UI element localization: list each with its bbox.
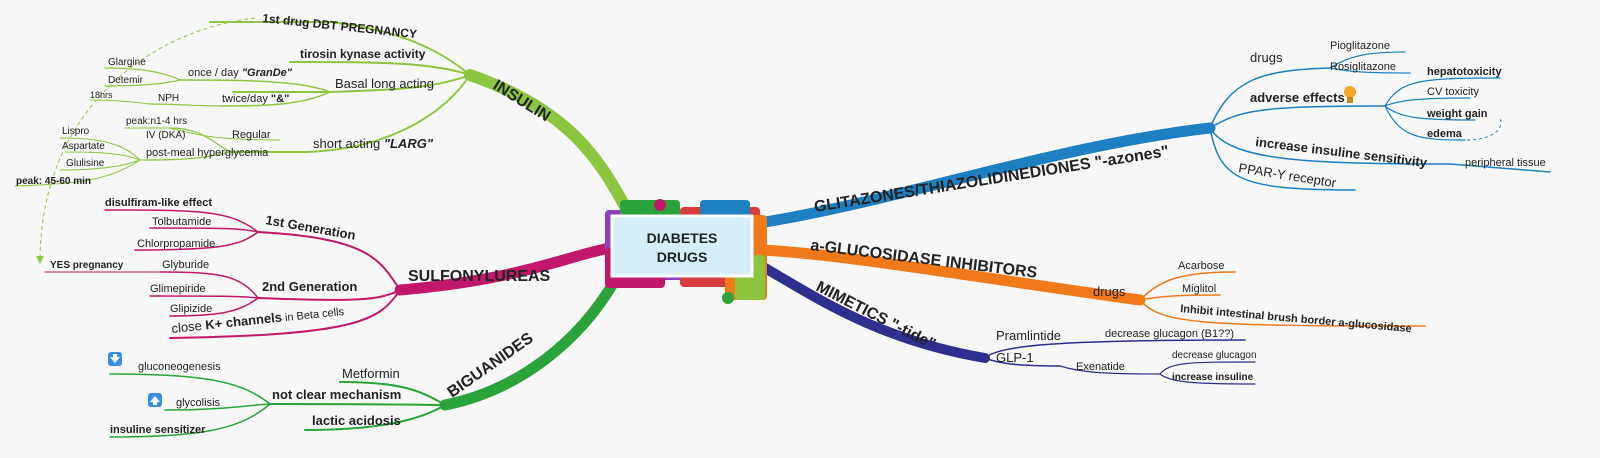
agluc-miglitol: Miglitol — [1182, 283, 1216, 295]
insulin-once-day: once / day "GranDe" — [188, 67, 293, 79]
sulfo-disulfiram: disulfiram-like effect — [105, 197, 212, 209]
sulfo-glipizide: Glipizide — [170, 303, 212, 315]
sulfo-gen1: 1st Generation — [264, 212, 356, 243]
sulfo-gen2: 2nd Generation — [262, 279, 357, 294]
glit-drugs: drugs — [1250, 50, 1283, 65]
insulin-basal: Basal long acting — [335, 76, 434, 91]
insulin-lispro: Lispro — [62, 126, 90, 137]
insulin-glargine: Glargine — [108, 57, 146, 68]
mim-glp1: GLP-1 — [996, 350, 1034, 365]
biguanides-branch — [109, 276, 620, 438]
mim-pramlintide: Pramlintide — [996, 328, 1061, 343]
sulfo-yes-pregnancy: YES pregnancy — [50, 260, 124, 271]
bigu-glycolisis: glycolisis — [176, 397, 221, 409]
mimetics-title: MIMETICS "-tide" — [813, 278, 938, 353]
increase-arrow-icon — [148, 393, 162, 407]
bigu-lactic: lactic acidosis — [312, 413, 401, 428]
center-card — [610, 214, 754, 278]
insulin-glulisine: Glulisine — [66, 158, 105, 169]
bigu-metformin: Metformin — [342, 366, 400, 381]
glitazones-title: GLITAZONES/THIAZOLIDINEDIONES "-azones" — [813, 143, 1170, 216]
center-title-line2: DRUGS — [657, 249, 708, 265]
glit-hepatotoxicity: hepatotoxicity — [1427, 66, 1502, 78]
insulin-short: short acting "LARG" — [313, 136, 434, 151]
pregnancy-link-arrow — [36, 256, 44, 264]
pregnancy-link — [39, 17, 256, 263]
insulin-iv-dka: IV (DKA) — [146, 130, 185, 141]
center-node: DIABETES DRUGS — [605, 199, 767, 304]
mim-decrease-b1: decrease glucagon (B1??) — [1105, 328, 1234, 340]
glit-ppar: PPAR-Y receptor — [1238, 160, 1338, 190]
sulfonylureas-title: SULFONYLUREAS — [408, 268, 551, 285]
insulin-regular: Regular — [232, 129, 271, 141]
insulin-title: INSULIN — [490, 77, 553, 125]
sulfo-tolbutamide: Tolbutamide — [152, 216, 211, 228]
mim-decrease-glucagon: decrease glucagon — [1172, 350, 1257, 361]
glit-weight-gain: weight gain — [1426, 108, 1488, 120]
insulin-peak-regular: peak:n1-4 hrs — [126, 116, 187, 127]
bigu-sensitizer: insuline sensitizer — [110, 424, 206, 436]
insulin-twice-day: twice/day "&" — [222, 93, 289, 105]
insulin-first-drug: 1st drug DBT PREGNANCY — [262, 11, 418, 41]
lightbulb-icon — [1344, 86, 1356, 103]
glit-peripheral: peripheral tissue — [1465, 157, 1546, 169]
insulin-tyrosin: tirosin kynase activity — [300, 47, 426, 61]
agluc-acarbose: Acarbose — [1178, 260, 1224, 272]
insulin-detemir: Detemir — [108, 75, 144, 86]
bigu-gluconeogenesis: gluconeogenesis — [138, 361, 221, 373]
insulin-peak-rapid: peak: 45-60 min — [16, 176, 91, 187]
insulin-branch — [14, 21, 634, 218]
mim-increase-insuline: increase insuline — [1172, 372, 1254, 383]
center-title-line1: DIABETES — [647, 230, 718, 246]
glit-cv-toxicity: CV toxicity — [1427, 86, 1479, 98]
glit-edema: edema — [1427, 128, 1463, 140]
glit-adverse: adverse effects — [1250, 90, 1345, 105]
insulin-aspartate: Aspartate — [62, 141, 105, 152]
insulin-nph: NPH — [158, 93, 179, 104]
sulfo-chlorpropamide: Chlorpropamide — [137, 238, 215, 250]
glit-rosiglitazone: Rosiglitazone — [1330, 61, 1396, 73]
glit-pioglitazone: Pioglitazone — [1330, 40, 1390, 52]
insulin-18hrs: 18hrs — [90, 90, 113, 100]
edema-link — [1466, 117, 1502, 141]
agluc-drugs: drugs — [1093, 284, 1126, 299]
sulfo-glimepiride: Glimepiride — [150, 283, 206, 295]
insulin-post-meal: post-meal hyperglycemia — [146, 147, 269, 159]
glit-increase-sens: increase insuline sensitivity — [1255, 134, 1429, 170]
glitazones-branch — [759, 51, 1551, 228]
sulfonylureas-branch — [44, 209, 616, 339]
decrease-arrow-icon — [108, 352, 122, 366]
mimetics-branch — [760, 263, 1256, 385]
aglucosidase-branch — [756, 244, 1426, 327]
bigu-not-clear: not clear mechanism — [272, 387, 401, 402]
mim-exenatide: Exenatide — [1076, 361, 1125, 373]
sulfo-glyburide: Glyburide — [162, 259, 209, 271]
